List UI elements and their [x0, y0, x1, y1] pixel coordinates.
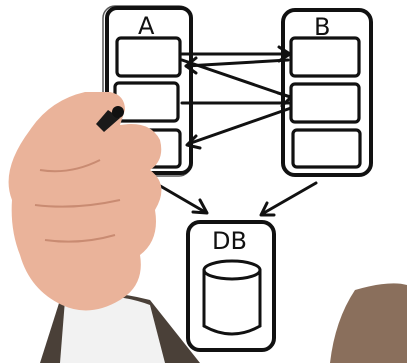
connector-arrows: [148, 45, 318, 217]
db-label: DB: [212, 227, 247, 255]
arrow-b-to-db: [260, 181, 318, 216]
box-b: B: [281, 8, 373, 177]
box-a-slot-1: [115, 36, 182, 78]
suit-shoulder: [330, 283, 407, 363]
db-box: DB: [186, 220, 276, 352]
box-a-label: A: [138, 12, 155, 40]
marker-tip: [112, 106, 124, 118]
box-a-slot-2: [113, 81, 180, 123]
hand-with-marker: [8, 92, 200, 363]
hand: [8, 92, 162, 311]
arrow-b1-to-a1: [184, 58, 290, 68]
box-b-slot-3: [291, 128, 362, 169]
box-b-slot-2: [289, 82, 361, 124]
database-cylinder-icon: [202, 259, 262, 336]
box-b-slot-1: [289, 36, 361, 78]
box-a: A: [102, 5, 193, 177]
arrow-b2-to-a3: [186, 106, 293, 146]
shirt-cuff: [60, 296, 165, 363]
box-b-label: B: [314, 13, 330, 41]
